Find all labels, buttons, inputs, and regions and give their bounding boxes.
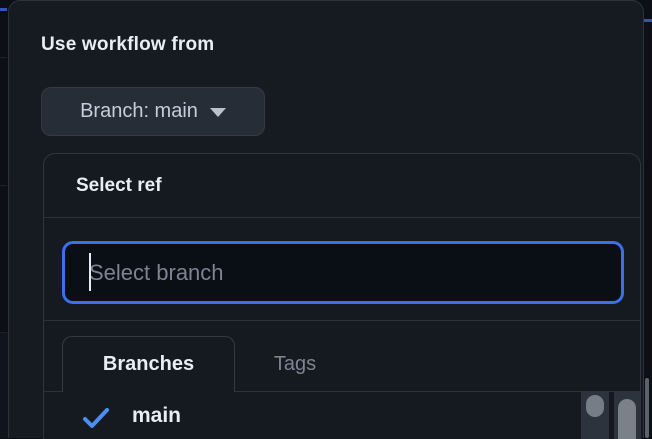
tab-bar-border <box>44 391 640 392</box>
ref-picker-panel: Select ref Branches Tags main <box>43 153 641 439</box>
page-accent-left <box>0 8 7 11</box>
page-line-left-1 <box>0 57 7 58</box>
tab-branches-label: Branches <box>102 353 195 375</box>
page-background-left <box>0 0 8 438</box>
tab-tags[interactable]: Tags <box>235 336 355 392</box>
ref-search-input[interactable] <box>62 241 624 304</box>
page-scrollbar-thumb[interactable] <box>645 378 649 438</box>
branch-selector-label: Branch: main <box>80 100 198 122</box>
run-workflow-dropdown: Use workflow from Branch: main Select re… <box>8 0 644 439</box>
page-line-left-3 <box>0 332 7 333</box>
tab-branches[interactable]: Branches <box>62 336 235 392</box>
text-cursor <box>89 253 91 291</box>
input-divider <box>44 320 640 321</box>
check-icon <box>83 408 109 428</box>
branch-selector-button[interactable]: Branch: main <box>41 87 265 136</box>
use-workflow-from-heading: Use workflow from <box>41 34 215 55</box>
list-scrollbar-track[interactable] <box>581 392 609 439</box>
panel-scrollbar-track[interactable] <box>614 392 640 439</box>
page-line-left-2 <box>0 185 7 186</box>
header-divider <box>44 217 640 218</box>
ref-list-item-main[interactable]: main <box>44 392 574 439</box>
scrollbar-gap <box>609 392 614 439</box>
ref-item-label: main <box>132 404 182 427</box>
page-background-right <box>644 0 652 438</box>
select-ref-title: Select ref <box>76 175 162 196</box>
list-scrollbar-thumb[interactable] <box>586 395 604 417</box>
tab-tags-label: Tags <box>273 352 317 375</box>
page-accent-right <box>644 19 652 22</box>
page-background-left-lower <box>0 332 8 438</box>
chevron-down-icon <box>209 108 226 117</box>
panel-scrollbar-thumb[interactable] <box>618 399 636 439</box>
